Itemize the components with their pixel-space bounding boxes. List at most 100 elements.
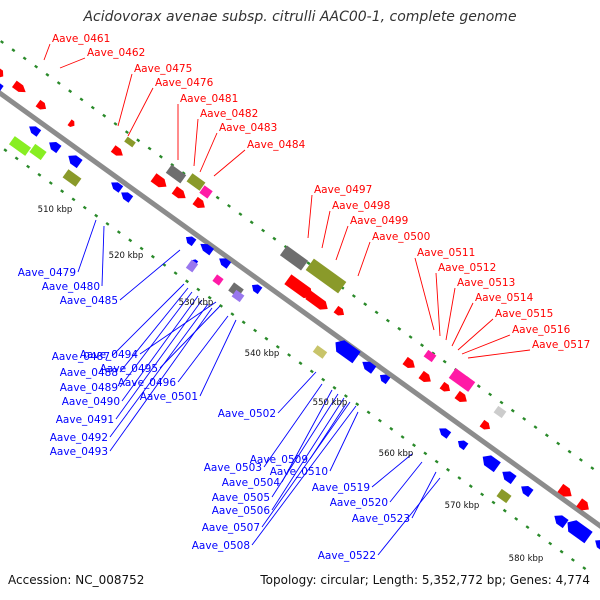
leader-line [271,397,345,511]
track-tick [287,353,292,357]
track-tick [22,56,27,61]
track-tick [26,164,31,169]
outer-tick-track [0,40,595,471]
gene-label-forward: Aave_0498 [332,200,390,212]
track-tick [79,97,84,102]
leader-line [199,132,218,173]
track-tick [397,326,402,331]
track-tick [559,549,564,554]
forward-gene-arrow [0,68,4,78]
reverse-gene-arrow [439,428,452,439]
cog-feature-block [448,368,476,392]
figure-title: Acidovorax avenae subsp. citrulli AAC00-… [83,9,517,25]
track-tick [136,138,141,143]
leader-line [451,302,474,347]
track-tick [476,384,481,389]
gene-label-reverse: Aave_0503 [204,462,262,474]
gene-label-forward: Aave_0514 [475,292,534,304]
cog-feature-block [493,405,507,419]
track-tick [253,328,258,333]
track-tick [215,195,220,200]
track-tick [139,246,144,251]
gene-label-forward: Aave_0476 [155,77,214,89]
reverse-gene-arrow [595,539,600,552]
leader-line [127,87,154,137]
gene-label-forward: Aave_0481 [180,93,238,105]
leader-line [445,287,456,341]
track-tick [34,64,39,69]
gene-label-reverse: Aave_0488 [60,367,118,379]
reverse-gene-arrow [554,515,569,529]
gene-label-reverse: Aave_0494 [80,349,139,361]
track-tick [468,484,473,489]
forward-gene-arrow [35,99,47,110]
leader-line [115,299,203,420]
inner-tick-track [3,148,587,570]
leader-line [119,249,181,301]
track-tick [533,425,538,430]
track-tick [355,402,360,407]
track-tick [71,197,76,202]
leader-line [177,315,229,383]
reverse-gene-arrow [251,284,263,295]
track-tick [502,508,507,513]
reverse-gene-arrow [335,340,361,364]
track-tick [0,40,4,44]
scale-label: 540 kbp [245,349,280,359]
cog-feature-block [279,245,309,271]
track-tick [389,426,394,431]
leader-line [329,411,359,472]
gene-label-reverse: Aave_0522 [318,550,376,562]
leader-line [111,283,185,357]
gene-label-reverse: Aave_0485 [60,295,118,307]
track-tick [366,410,371,415]
forward-gene-arrow [454,390,467,403]
leader-line [119,287,189,373]
reverse-gene-arrow [567,520,593,544]
track-tick [102,113,107,118]
leader-line [335,225,349,261]
track-tick [11,48,16,53]
track-tick [522,416,527,421]
gene-label-reverse: Aave_0510 [270,466,328,478]
track-tick [351,294,356,298]
gene-label-reverse: Aave_0506 [212,505,271,517]
track-tick [90,105,95,110]
gene-features [0,68,600,552]
leader-line [411,471,437,519]
scale-label: 550 kbp [313,398,348,408]
track-tick [219,303,223,308]
track-tick [82,205,87,210]
track-tick [446,467,450,472]
leader-line [389,461,423,503]
track-tick [544,433,549,438]
leader-line [139,301,217,355]
gene-label-forward: Aave_0516 [512,324,571,336]
cog-feature-block [165,164,187,184]
reverse-gene-arrow [362,361,377,374]
leader-line [321,210,331,249]
track-tick [442,359,447,364]
cog-feature-block [305,258,347,294]
gene-label-reverse: Aave_0520 [330,497,388,509]
track-tick [158,154,163,159]
gene-label-reverse: Aave_0490 [62,396,120,408]
label-leader-lines [43,43,531,556]
track-tick [173,271,178,276]
track-tick [491,500,496,505]
reverse-gene-arrow [185,236,197,247]
leader-line [77,219,97,273]
track-tick [536,533,541,538]
track-tick [400,435,405,439]
cog-feature-block [124,136,136,148]
scale-label: 560 kbp [379,449,414,459]
gene-label-forward: Aave_0475 [134,63,192,75]
track-tick [578,457,583,462]
gene-label-reverse: Aave_0505 [212,492,270,504]
leader-line [457,318,494,351]
track-tick [264,336,269,341]
track-tick [343,394,348,398]
track-tick [423,451,428,456]
gene-label-reverse: Aave_0523 [352,513,410,525]
